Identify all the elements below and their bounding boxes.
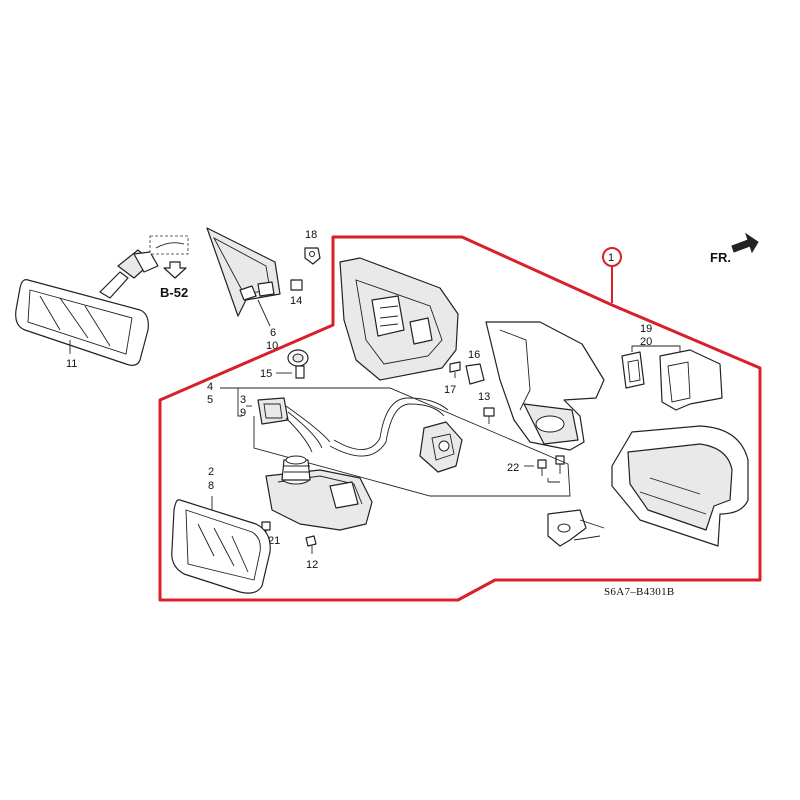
clip-18[interactable] <box>304 247 321 265</box>
mirror-glass[interactable] <box>171 499 271 594</box>
clamp-15[interactable] <box>287 349 309 379</box>
callout-5: 5 <box>207 394 213 406</box>
callout-1: 1 <box>608 252 614 264</box>
screw-22[interactable] <box>537 455 565 476</box>
callout-13: 13 <box>478 391 490 403</box>
rearview-mirror[interactable] <box>15 249 159 366</box>
mirror-housing[interactable] <box>485 321 605 451</box>
clip-14[interactable] <box>290 279 303 291</box>
callout-6: 6 <box>270 327 276 339</box>
assembly-outline <box>158 235 762 602</box>
mirror-cover-frame[interactable] <box>611 425 749 547</box>
callout-12: 12 <box>306 559 318 571</box>
diagram-reference-code: S6A7–B4301B <box>604 586 675 598</box>
callout-3: 3 <box>240 394 246 406</box>
front-direction-indicator: FR. <box>710 232 759 265</box>
screw-12[interactable] <box>305 535 317 554</box>
callout-18: 18 <box>305 229 317 241</box>
callout-14: 14 <box>290 295 302 307</box>
callout-11: 11 <box>66 358 77 370</box>
mirror-base-cover[interactable] <box>339 257 459 381</box>
screw-17[interactable] <box>449 361 461 378</box>
wiring-harness[interactable] <box>329 397 449 457</box>
skull-cap-small[interactable] <box>621 351 645 389</box>
callout-17: 17 <box>444 384 456 396</box>
callout-16: 16 <box>468 349 480 361</box>
skull-cap-large[interactable] <box>659 349 723 411</box>
callout-21: 21 <box>268 535 280 547</box>
callout-8: 8 <box>208 480 214 492</box>
callout-4: 4 <box>207 381 213 393</box>
callout-22: 22 <box>507 462 519 474</box>
clip-16[interactable] <box>465 363 485 385</box>
callout-19: 19 <box>640 323 652 335</box>
section-ref-label: B-52 <box>160 285 188 300</box>
mirror-bracket[interactable] <box>547 509 605 547</box>
callout-15: 15 <box>260 368 272 380</box>
arrow-right-icon <box>731 232 759 254</box>
callout-20: 20 <box>640 336 652 348</box>
retract-motor[interactable] <box>419 421 463 473</box>
direction-label: FR. <box>710 250 731 265</box>
callout-2: 2 <box>208 466 214 478</box>
mirror-actuator[interactable] <box>265 455 373 531</box>
screw-13[interactable] <box>483 407 495 424</box>
harness-connector[interactable] <box>257 397 331 453</box>
callout-10: 10 <box>266 340 278 352</box>
callout-9: 9 <box>240 407 246 419</box>
mirror-garnish[interactable] <box>206 227 281 317</box>
section-ref-box <box>149 235 189 279</box>
